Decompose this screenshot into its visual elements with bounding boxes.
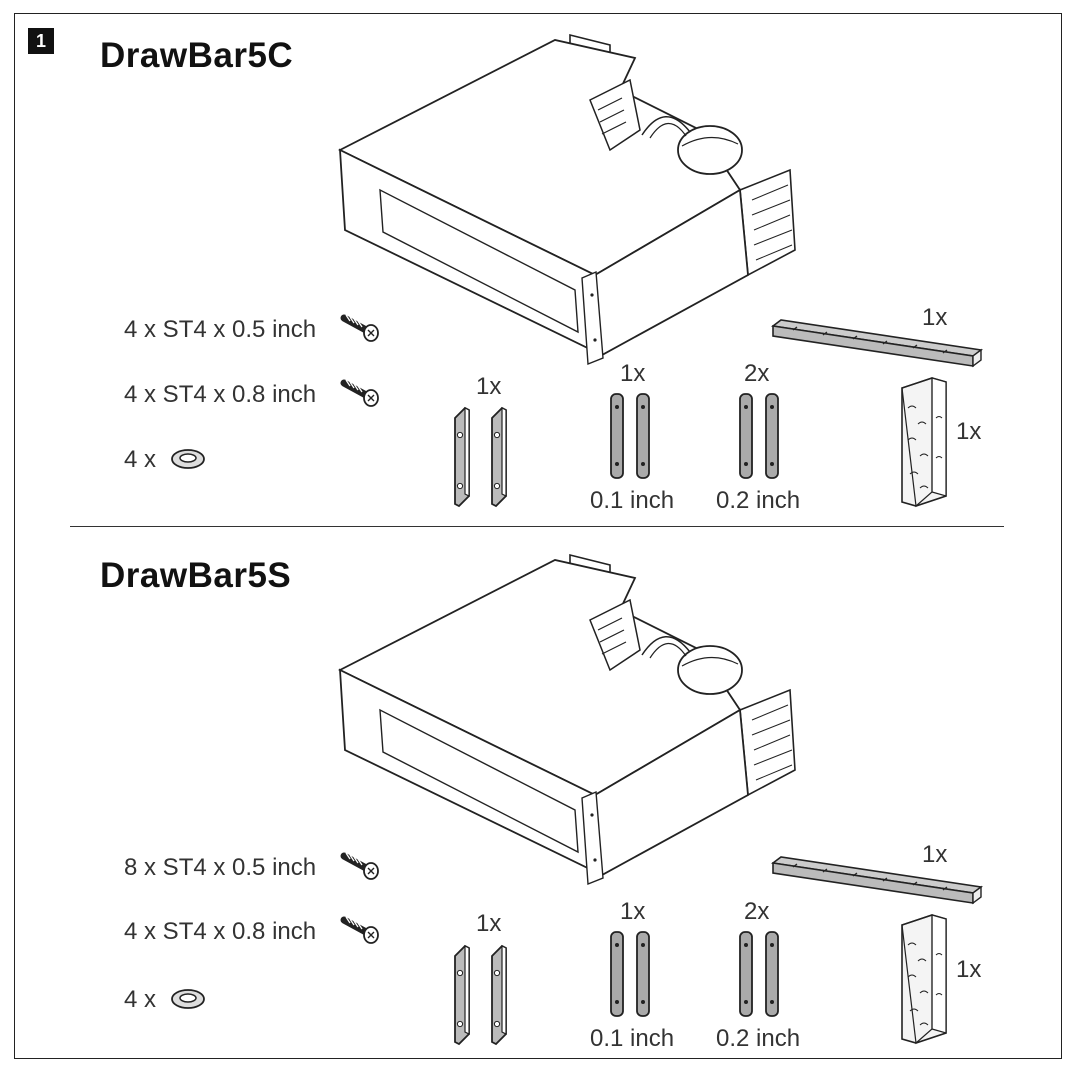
hinge-qty: 1x <box>476 910 502 937</box>
spacer1-qty: 1x <box>620 898 646 925</box>
block-qty: 1x <box>956 418 982 445</box>
spacer-plate-icon <box>739 393 753 479</box>
spacer2-size: 0.2 inch <box>716 487 801 514</box>
washer-label: 4 x <box>124 446 157 473</box>
screw-icon <box>344 315 378 341</box>
hinge-bracket-icon <box>491 407 507 507</box>
strip-qty: 1x <box>922 304 948 331</box>
screw-label-2: 4 x ST4 x 0.8 inch <box>124 381 317 408</box>
spacer-plate-icon <box>636 931 650 1017</box>
drawer-unit-illustration <box>339 34 796 365</box>
screw-label-1: 8 x ST4 x 0.5 inch <box>124 854 317 881</box>
hinge-bracket-icon <box>491 945 507 1045</box>
spacer-plate-icon <box>636 393 650 479</box>
hinge-bracket-icon <box>454 945 470 1045</box>
drawer-unit-illustration <box>339 554 796 885</box>
screw-icon <box>344 380 378 406</box>
hinge-qty: 1x <box>476 373 502 400</box>
spacer1-size: 0.1 inch <box>590 1025 675 1052</box>
section-title-drawbar5c: DrawBar5C <box>100 36 294 75</box>
screw-label-1: 4 x ST4 x 0.5 inch <box>124 316 317 343</box>
foam-block-icon <box>901 914 947 1044</box>
washer-icon <box>171 989 205 1009</box>
washer-label: 4 x <box>124 986 157 1013</box>
block-qty: 1x <box>956 956 982 983</box>
seal-strip-icon <box>772 319 982 367</box>
spacer-plate-icon <box>739 931 753 1017</box>
section-divider <box>70 526 1004 527</box>
spacer-plate-icon <box>765 393 779 479</box>
hinge-bracket-icon <box>454 407 470 507</box>
spacer-plate-icon <box>610 393 624 479</box>
page-frame <box>14 13 1062 1059</box>
spacer1-qty: 1x <box>620 360 646 387</box>
screw-icon <box>344 917 378 943</box>
spacer1-size: 0.1 inch <box>590 487 675 514</box>
spacer-plate-icon <box>765 931 779 1017</box>
step-number: 1 <box>28 28 54 54</box>
spacer2-size: 0.2 inch <box>716 1025 801 1052</box>
foam-block-icon <box>901 377 947 507</box>
strip-qty: 1x <box>922 841 948 868</box>
screw-label-2: 4 x ST4 x 0.8 inch <box>124 918 317 945</box>
screw-icon <box>344 853 378 879</box>
spacer-plate-icon <box>610 931 624 1017</box>
spacer2-qty: 2x <box>744 898 770 925</box>
washer-icon <box>171 449 205 469</box>
spacer2-qty: 2x <box>744 360 770 387</box>
section-title-drawbar5s: DrawBar5S <box>100 556 292 595</box>
seal-strip-icon <box>772 856 982 904</box>
